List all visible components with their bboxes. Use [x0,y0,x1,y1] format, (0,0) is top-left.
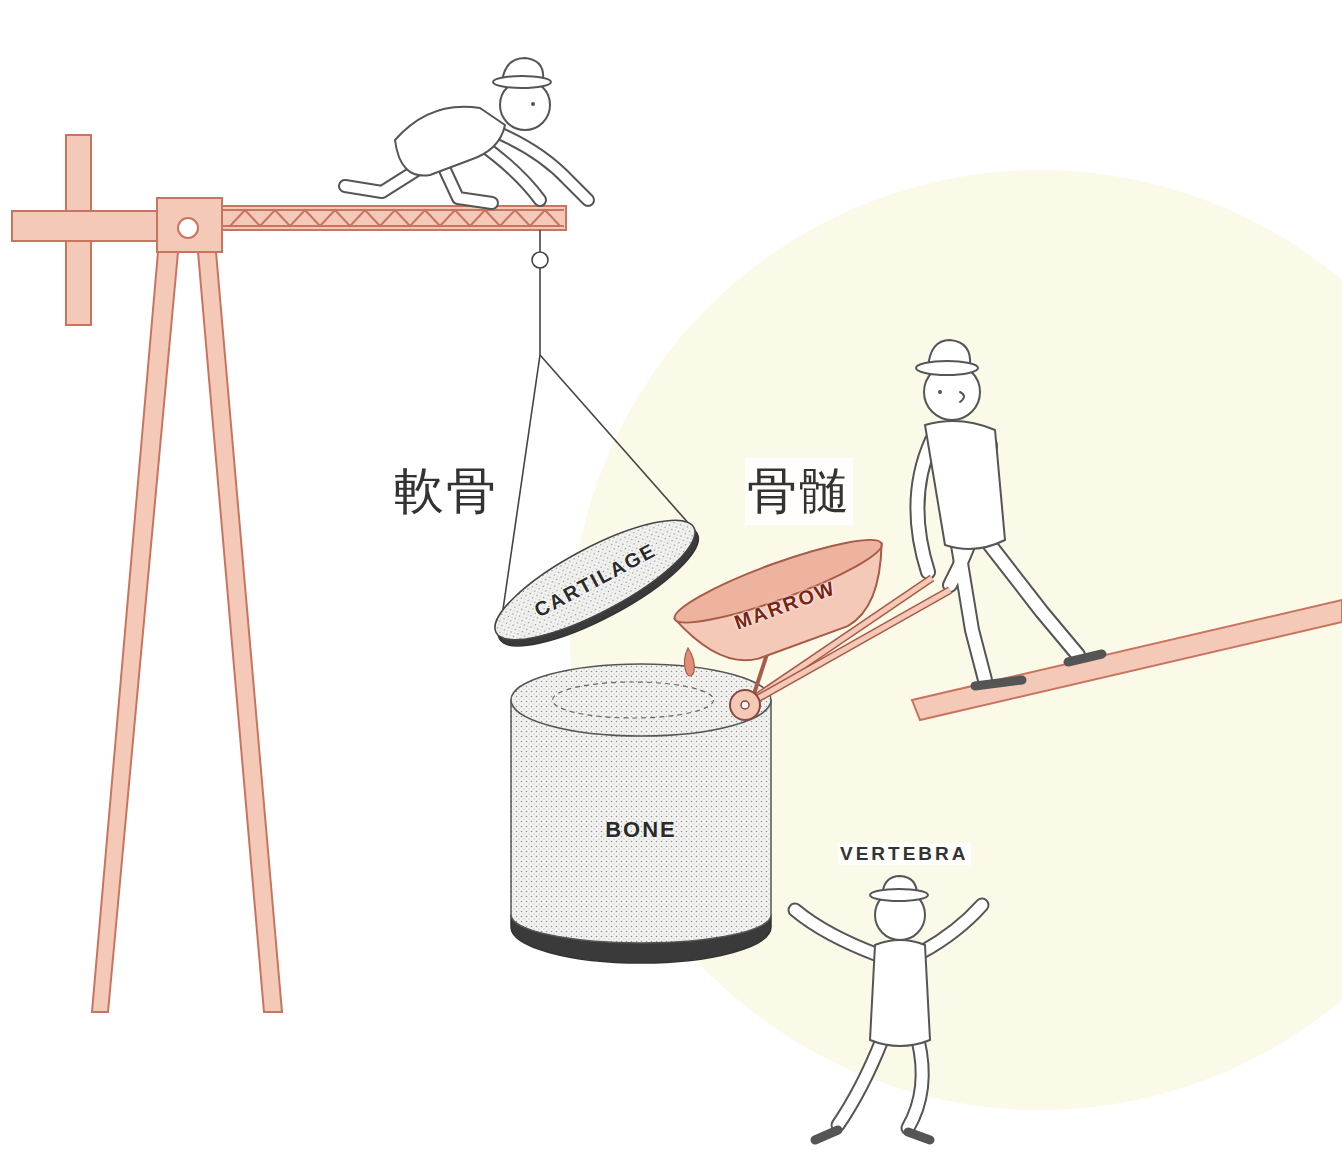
part-name-holder: VERTEBRA [838,843,971,865]
japanese-label-holder: 骨髄 [745,458,853,525]
crawling-worker [345,58,588,203]
part-name: BONE [605,817,677,843]
japanese-label: 骨髄 [745,458,853,525]
background-glow [570,170,1342,1110]
japanese-label: 軟骨 [392,458,500,525]
marrow-barrow: MARROW [660,520,960,730]
marrow-barrow-outline [660,520,960,730]
part-name: VERTEBRA [838,843,971,865]
pushing-worker [916,340,1102,686]
crane [12,135,566,1012]
vertebra-worker [795,876,982,1140]
japanese-label-holder: 軟骨 [392,458,500,525]
cartilage-disc: CARTILAGE [470,500,720,660]
